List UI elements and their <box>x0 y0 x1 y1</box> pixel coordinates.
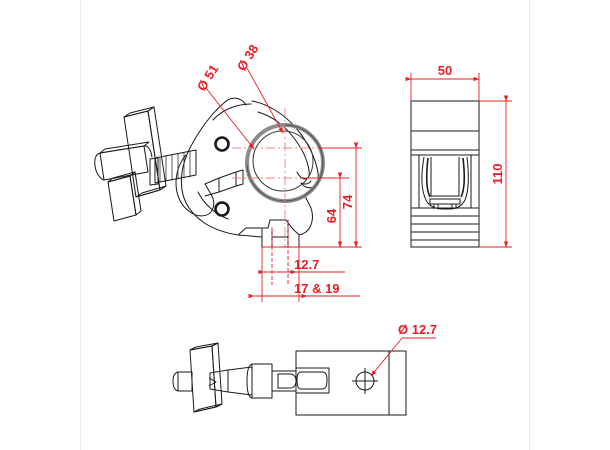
clamp-hook-arm-outer <box>251 100 319 189</box>
cam-lever-arm-end <box>235 169 244 187</box>
clamp-body-outline <box>180 97 313 248</box>
t-handle-blade-bottom-face <box>135 185 167 198</box>
bore-shade-arc <box>245 123 285 165</box>
bottom-hole-center-mark <box>352 368 378 394</box>
t-handle-lower-tab-side <box>129 171 142 216</box>
handle-shank <box>154 149 197 184</box>
side-hook-pad <box>429 198 461 205</box>
side-view-dimensions <box>405 73 512 248</box>
bottom-shaft-collar-cap <box>246 363 253 399</box>
bottom-stub-cap <box>172 371 179 392</box>
side-hook-inner-box <box>430 157 460 197</box>
dim-74-label: 74 <box>340 194 355 209</box>
side-elevation-view <box>410 100 480 248</box>
bottom-handle-blade-bottom <box>193 403 223 413</box>
bottom-shaft-into-block <box>272 370 296 392</box>
clamp-boss-edge-top <box>212 103 252 121</box>
t-handle-crosspin-cap2 <box>143 145 153 158</box>
cam-lever-outline <box>175 154 215 217</box>
cam-lever-arm <box>204 171 237 197</box>
t-handle-crosspin-cap <box>94 152 105 181</box>
bottom-handle-notch <box>208 377 217 387</box>
dim-12-7-label: 12.7 <box>294 257 319 272</box>
dia-38-leader-line <box>246 67 284 134</box>
t-handle-crosspin-top <box>99 141 150 154</box>
boss-hole-upper <box>214 136 230 152</box>
dim-50-label: 50 <box>438 63 452 78</box>
handle-shank-threads <box>159 151 191 183</box>
side-view-dimension-text: 50 110 <box>438 63 505 184</box>
bottom-view-dimensions <box>370 337 436 377</box>
clamp-foot-shelf <box>237 219 300 236</box>
bottom-recess-pad <box>296 371 328 390</box>
sheet-border <box>80 0 530 450</box>
bottom-shaft-neck <box>209 369 229 393</box>
side-hook-pad-legs <box>433 204 457 209</box>
side-hook-shade-right <box>460 157 466 198</box>
dim-17-19-label: 17 & 19 <box>294 281 340 296</box>
dia-12-7-leader-line <box>370 337 403 377</box>
side-body-outline <box>410 100 480 248</box>
side-hook-outer <box>421 156 469 210</box>
clamp-hook-tip <box>300 180 312 185</box>
boss-hole-lower <box>214 201 230 217</box>
dim-110-label: 110 <box>490 164 505 185</box>
bottom-shaft-nose <box>277 373 297 389</box>
bottom-plan-view <box>172 342 407 416</box>
side-hook-shade-left <box>425 157 431 198</box>
main-view-dimensions <box>205 67 362 302</box>
clamp-boss-edge-bottom <box>197 191 229 220</box>
dia-12-7-label: Ø 12.7 <box>398 322 437 337</box>
dim-64-label: 64 <box>324 208 339 223</box>
dia-51-leader-line <box>205 87 255 150</box>
bottom-view-dimension-text: Ø 12.7 <box>398 322 437 337</box>
clamp-foot-ribs <box>261 219 300 238</box>
